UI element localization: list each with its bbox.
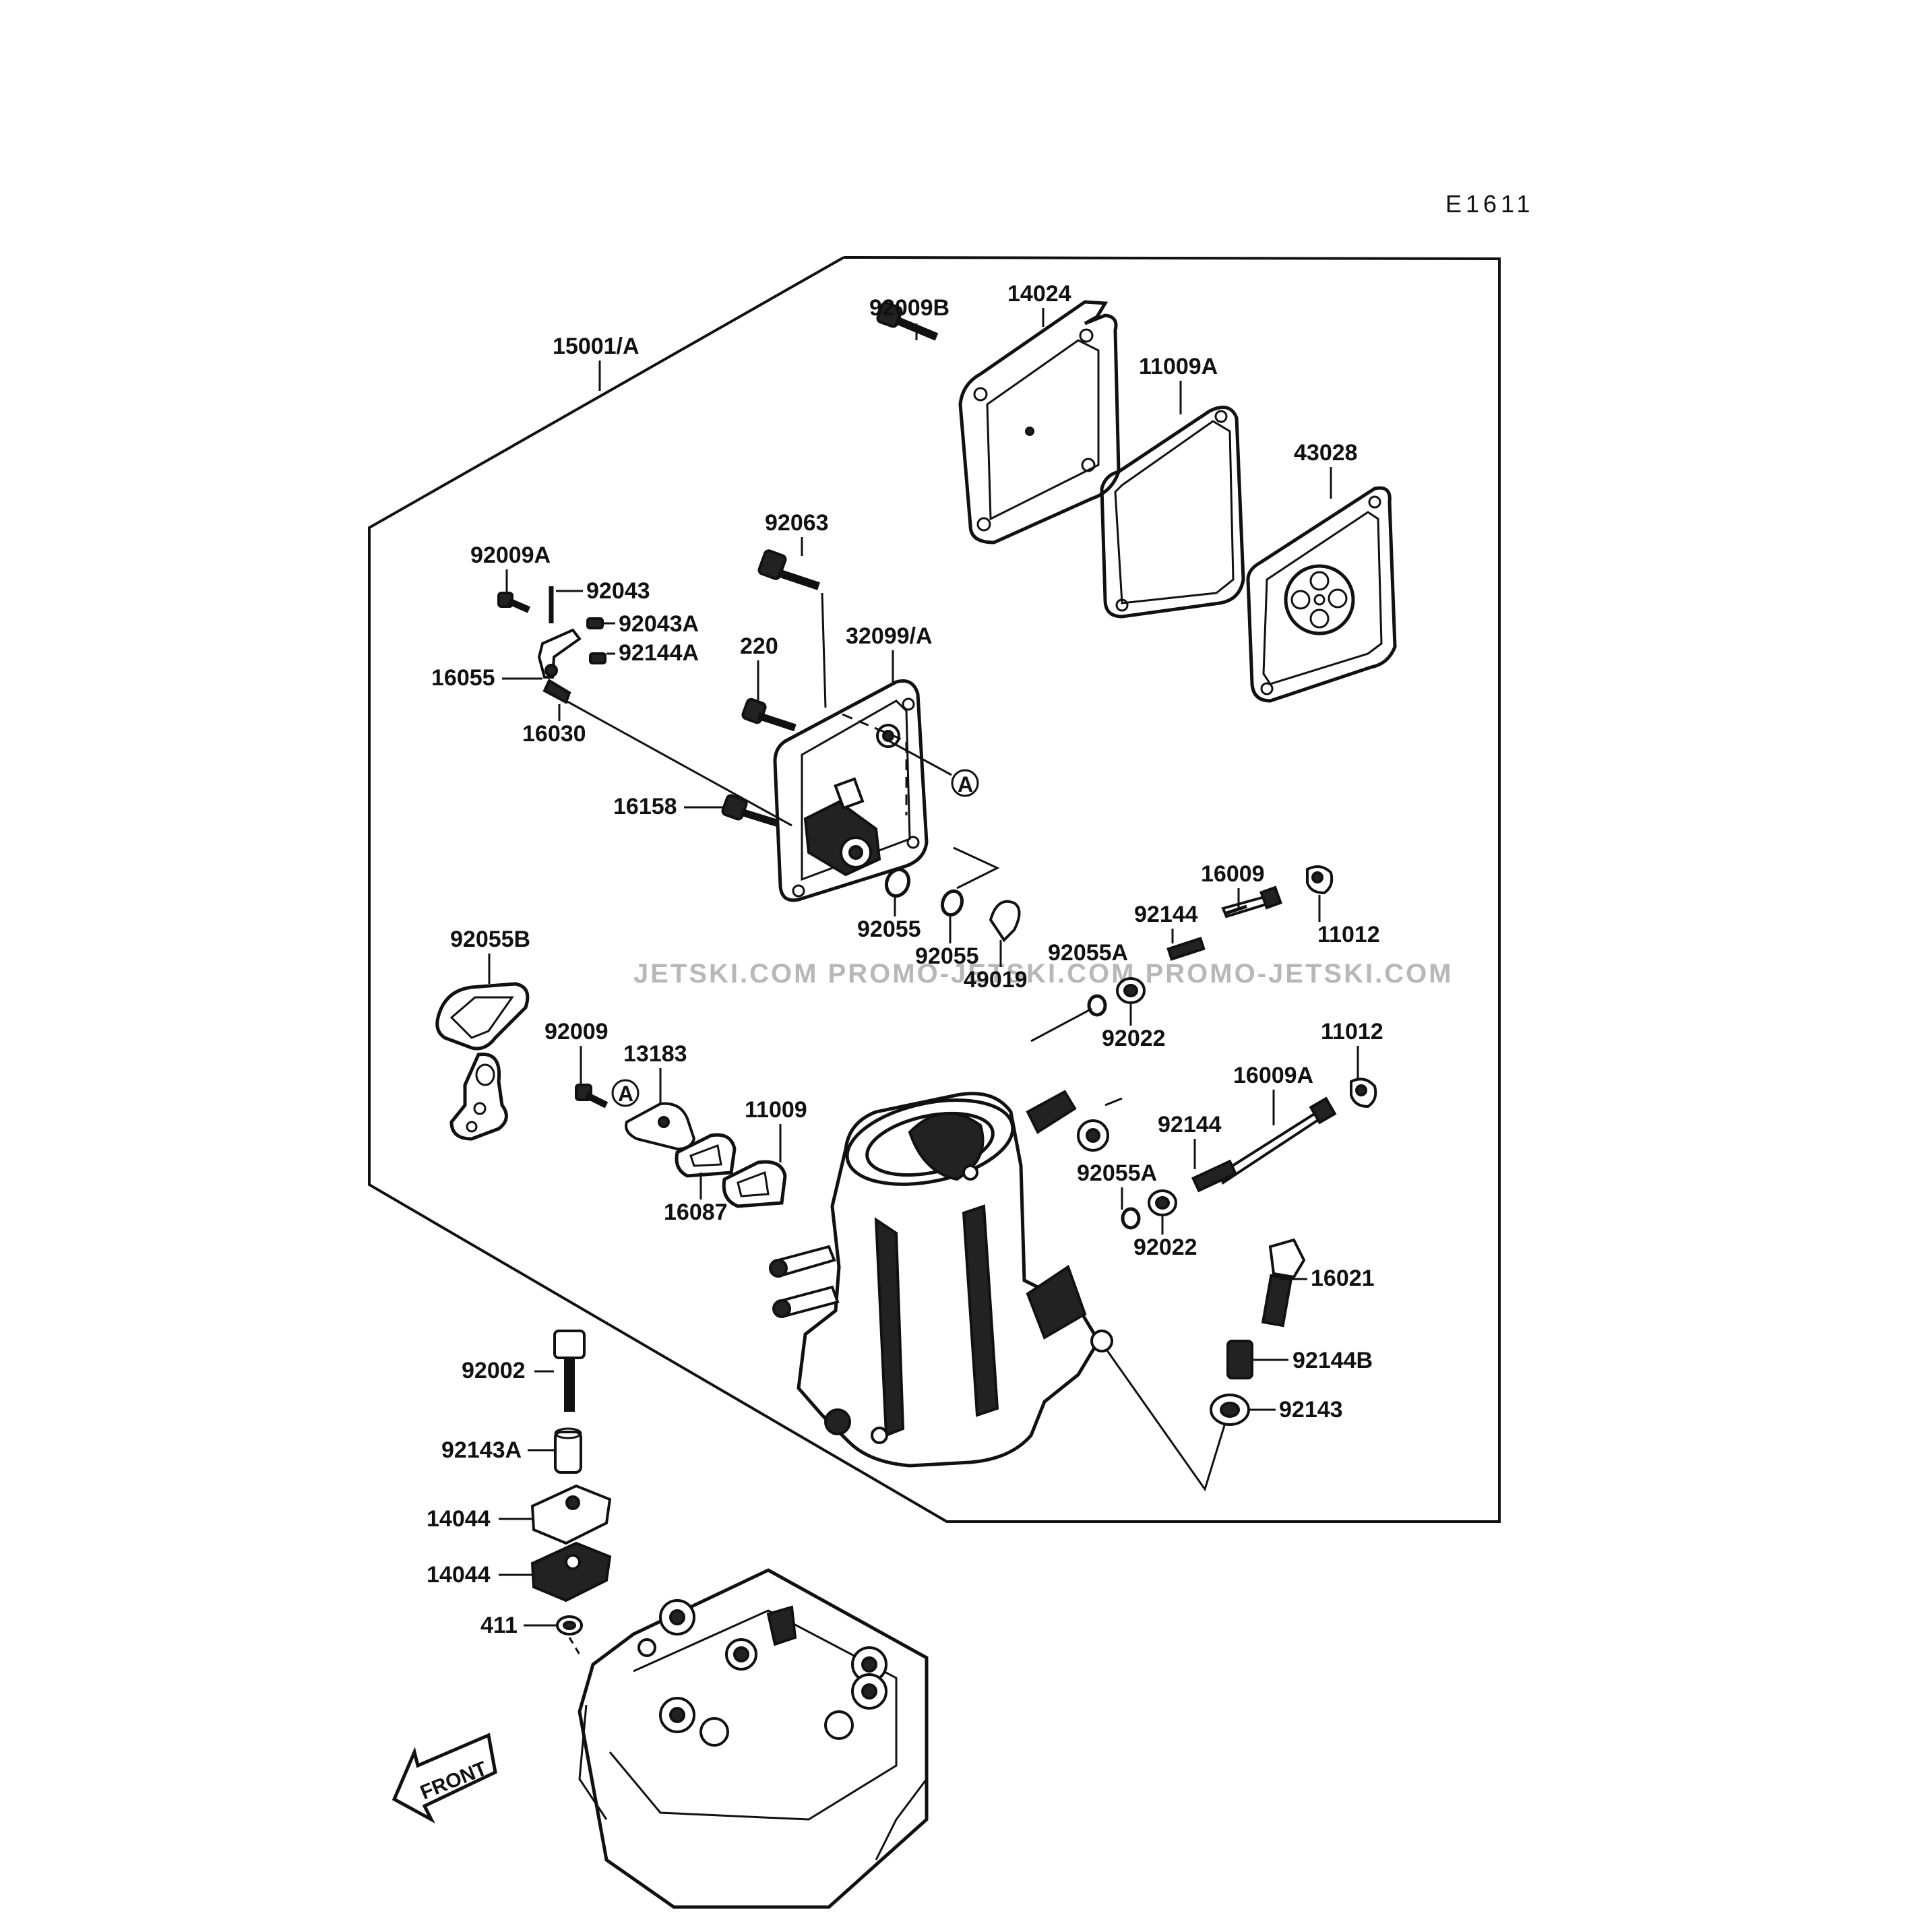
label-92009A: 92009A [470, 542, 551, 568]
label-92043: 92043 [586, 578, 650, 604]
label-92043A: 92043A [619, 611, 699, 637]
label-92022-b: 92022 [1133, 1235, 1197, 1260]
o-ring-92055A [1087, 994, 1107, 1017]
fitting-16021 [1261, 1238, 1306, 1328]
gasket-16087 [675, 1133, 737, 1178]
pump-diaphragm-43028 [1246, 486, 1397, 703]
clamp-14044-b [530, 1541, 612, 1602]
spring-92144-b [1191, 1159, 1238, 1193]
label-92055B: 92055B [450, 927, 530, 952]
o-ring-92055-b [940, 889, 964, 917]
label-11012: 11012 [1317, 922, 1380, 947]
label-92063: 92063 [765, 510, 829, 536]
pump-cover-32099A [773, 679, 929, 902]
label-92055A-b: 92055A [1077, 1160, 1157, 1186]
o-ring-92055A-b [1121, 1207, 1141, 1230]
label-92055: 92055 [857, 916, 921, 942]
diaphragm-cover-14024 [958, 300, 1121, 544]
label-49019: 49019 [964, 967, 1028, 993]
reference-mark-a-1: A [889, 740, 979, 797]
gasket-11009 [722, 1160, 787, 1208]
pilot-screw-16009A [1218, 1096, 1337, 1185]
label-92144B: 92144B [1292, 1348, 1373, 1373]
cap-11012 [1306, 865, 1334, 895]
label-16030: 16030 [522, 721, 586, 747]
sleeve-92143A [554, 1427, 582, 1474]
label-16055: 16055 [431, 665, 495, 691]
label-14044: 14044 [427, 1506, 491, 1532]
label-220: 220 [740, 633, 778, 659]
cover-13183 [625, 1102, 696, 1151]
label-92009: 92009 [544, 1019, 609, 1045]
reference-mark-a-2: A [611, 1079, 640, 1107]
label-92144: 92144 [1134, 902, 1198, 927]
screw-92009A [497, 592, 530, 613]
label-92144-b: 92144 [1158, 1112, 1222, 1138]
label-92009B: 92009B [869, 295, 949, 321]
spring-92144 [1166, 937, 1206, 961]
screw-92063 [757, 549, 820, 590]
label-92022: 92022 [1102, 1026, 1166, 1051]
label-13183: 13183 [623, 1041, 687, 1067]
label-92144A: 92144A [619, 640, 699, 666]
label-92055-b: 92055 [915, 943, 979, 969]
front-arrow-icon: FRONT [392, 1733, 497, 1824]
label-92143: 92143 [1279, 1397, 1343, 1423]
spring-92043A [586, 617, 604, 629]
label-11009A: 11009A [1139, 354, 1218, 379]
gasket-11009A [1100, 405, 1245, 619]
screw-220 [741, 697, 797, 732]
leader-body-2 [1104, 1097, 1123, 1107]
carburetor-body [769, 1090, 1113, 1468]
label-16087: 16087 [664, 1199, 728, 1225]
screw-16158 [721, 794, 780, 828]
label-32099A: 32099/A [846, 623, 933, 649]
assembly-boundary [368, 256, 1501, 1523]
cap-11012-b [1350, 1078, 1377, 1109]
washer-411 [556, 1615, 583, 1635]
label-411: 411 [480, 1613, 518, 1638]
reference-mark-a2-text: A [618, 1082, 633, 1106]
bolt-92002 [553, 1330, 586, 1412]
label-16021: 16021 [1311, 1266, 1375, 1291]
label-11009: 11009 [745, 1097, 807, 1123]
leader-body-1 [1030, 1007, 1092, 1042]
filter-49019 [989, 900, 1021, 943]
o-ring-92055 [884, 867, 911, 898]
lever-16055 [537, 628, 582, 679]
screw-92009 [575, 1084, 609, 1109]
label-92055A: 92055A [1048, 940, 1128, 966]
reference-caret [953, 846, 1000, 890]
pilot-screw-16009 [1221, 885, 1283, 918]
needle-16030 [542, 679, 792, 827]
gasket-92055B [435, 982, 530, 1141]
label-11012-b: 11012 [1321, 1019, 1383, 1045]
seal-92143 [1210, 1394, 1250, 1426]
label-16158: 16158 [613, 794, 677, 819]
label-16009A: 16009A [1233, 1063, 1313, 1088]
reference-mark-a-text: A [958, 772, 973, 797]
spring-92144A [589, 652, 606, 664]
label-43028: 43028 [1294, 440, 1358, 466]
label-15001A: 15001/A [553, 334, 640, 359]
label-92002: 92002 [462, 1358, 526, 1383]
label-92143A: 92143A [441, 1437, 522, 1463]
diagram-code: E1611 [1445, 190, 1534, 218]
leader-bracket-lines [1104, 1347, 1226, 1492]
part-labels: 15001/A 92009B 14024 11009A 43028 92063 … [427, 281, 1383, 1638]
label-16009: 16009 [1201, 861, 1265, 887]
label-14044-b: 14044 [427, 1562, 491, 1588]
spring-92144B [1226, 1340, 1253, 1379]
watermark: JETSKI.COM PROMO-JETSKI.COM PROMO-JETSKI… [633, 959, 1454, 989]
label-14024: 14024 [1007, 281, 1071, 307]
cylinder-head [578, 1568, 929, 1909]
washer-92022-b [1148, 1189, 1177, 1216]
washer-92022 [1116, 977, 1146, 1004]
clamp-14044 [530, 1484, 612, 1545]
